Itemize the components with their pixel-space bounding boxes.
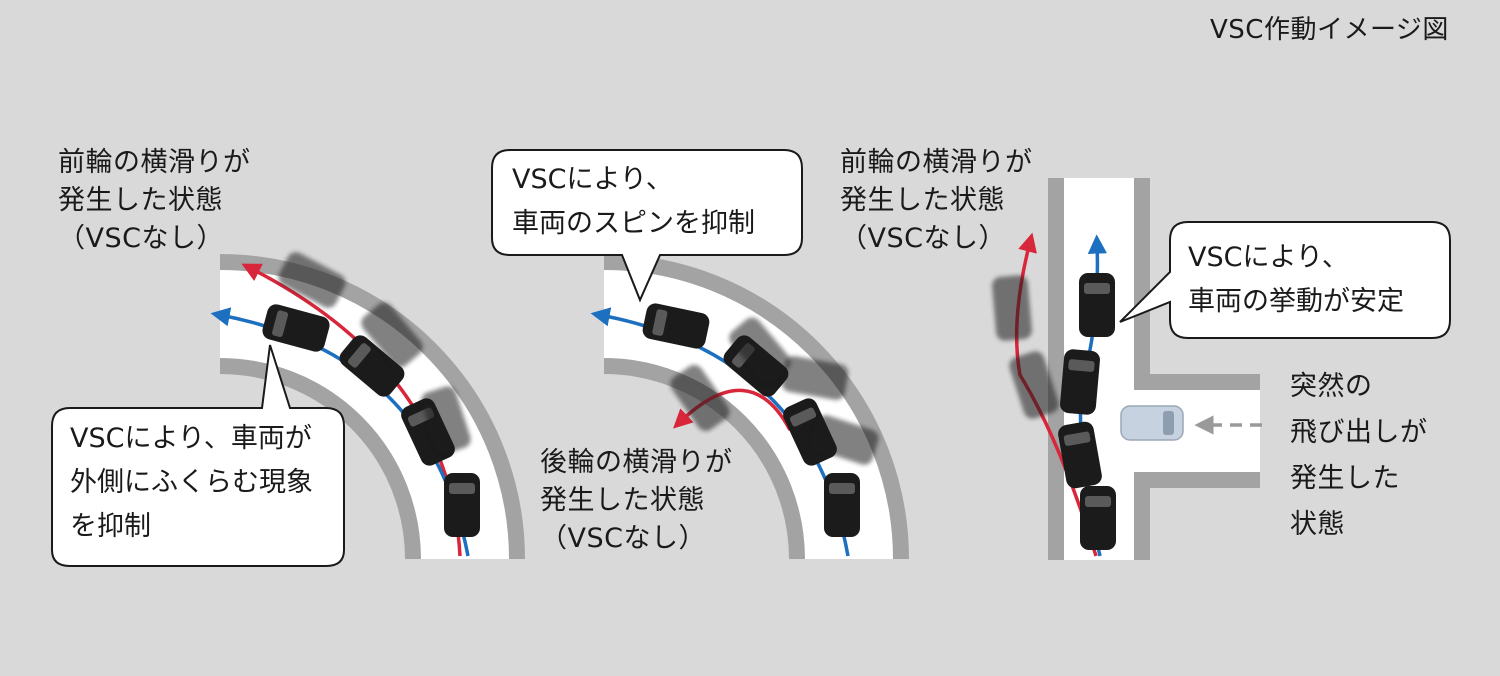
bubble-1-text: VSCにより、車両が 外側にふくらむ現象 を抑制 [70, 417, 313, 549]
bubble-2-text: VSCにより、 車両のスピンを抑制 [512, 158, 755, 246]
caption-1-line-2: 発生した状態 [58, 185, 223, 216]
caption-3-line-3: （VSCなし） [840, 223, 1006, 254]
side-note-line-4: 状態 [1290, 509, 1345, 540]
caption-1: 前輪の横滑りが 発生した状態 （VSCなし） [58, 144, 251, 258]
side-note-line-2: 飛び出しが [1290, 417, 1428, 448]
caption-3-line-2: 発生した状態 [840, 185, 1005, 216]
cars-road-3 [992, 273, 1184, 550]
bubble-3 [1119, 221, 1451, 339]
side-note: 突然の 飛び出しが 発生した 状態 [1290, 364, 1428, 548]
bubble-1 [51, 344, 345, 567]
caption-2-line-1: 後輪の横滑りが [540, 447, 733, 478]
caption-2-line-2: 発生した状態 [540, 485, 705, 516]
side-note-line-3: 発生した [1290, 463, 1400, 494]
bubble-3-text: VSCにより、 車両の挙動が安定 [1188, 236, 1404, 324]
cars-road-2 [642, 303, 879, 537]
intruding-car [1120, 405, 1184, 441]
bubble-3-line-2: 車両の挙動が安定 [1188, 286, 1404, 317]
caption-1-line-1: 前輪の横滑りが [58, 147, 251, 178]
bubble-2-line-2: 車両のスピンを抑制 [512, 208, 755, 239]
caption-3: 前輪の横滑りが 発生した状態 （VSCなし） [840, 144, 1033, 258]
caption-1-line-3: （VSCなし） [58, 223, 224, 254]
bubble-2 [491, 149, 803, 303]
bubble-2-line-1: VSCにより、 [512, 164, 673, 195]
bubble-1-line-2: 外側にふくらむ現象 [70, 467, 313, 498]
bubble-1-line-3: を抑制 [70, 511, 151, 542]
cars-road-1 [262, 252, 480, 537]
page-title: VSC作動イメージ図 [1210, 15, 1449, 45]
side-note-line-1: 突然の [1290, 371, 1373, 402]
bubble-3-line-1: VSCにより、 [1188, 242, 1349, 273]
caption-2: 後輪の横滑りが 発生した状態 （VSCなし） [540, 444, 733, 558]
bubble-1-line-1: VSCにより、車両が [70, 423, 312, 454]
caption-2-line-3: （VSCなし） [540, 523, 706, 554]
caption-3-line-1: 前輪の横滑りが [840, 147, 1033, 178]
